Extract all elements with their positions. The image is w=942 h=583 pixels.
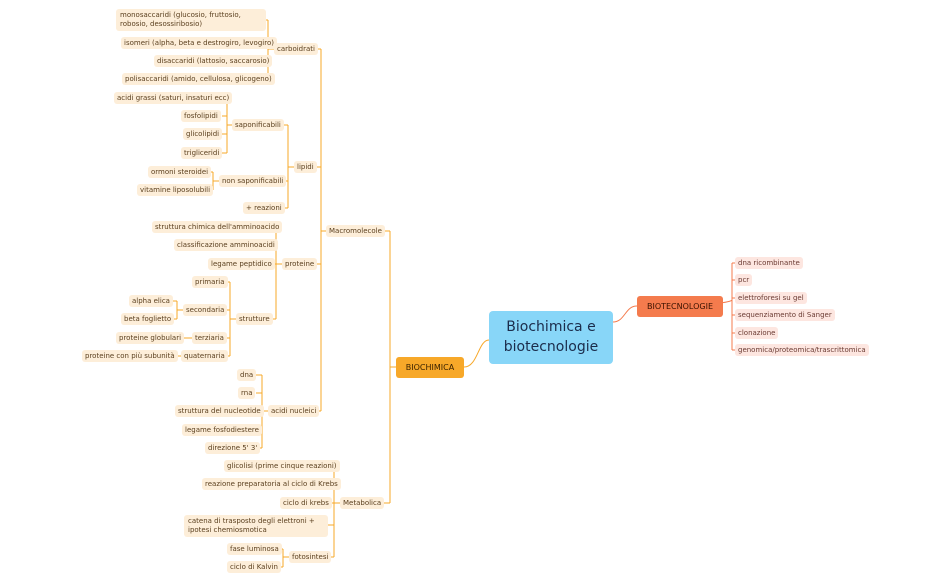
acidi-nucleici-item[interactable]: dna xyxy=(237,369,257,381)
metabolica-item[interactable]: catena di trasposto degli elettroni + ip… xyxy=(184,515,328,537)
terziaria-item[interactable]: proteine globulari xyxy=(116,332,185,344)
proteine-item[interactable]: legame peptidico xyxy=(208,258,275,270)
carboidrati-item[interactable]: polisaccaridi (amido, cellulosa, glicoge… xyxy=(122,73,275,85)
saponificabili-item[interactable]: acidi grassi (saturi, insaturi ecc) xyxy=(114,92,233,104)
biotech-item[interactable]: dna ricombinante xyxy=(735,257,803,269)
biotech-item[interactable]: pcr xyxy=(735,274,753,286)
metabolica-item[interactable]: reazione preparatoria al ciclo di Krebs xyxy=(202,478,341,490)
connector-line xyxy=(612,305,638,323)
acidi-nucleici-item[interactable]: legame fosfodiestere xyxy=(182,424,262,436)
strutture-node[interactable]: strutture xyxy=(236,313,273,325)
reazioni-node[interactable]: + reazioni xyxy=(243,202,285,214)
saponificabili-item[interactable]: glicolipidi xyxy=(183,128,223,140)
metabolica-node[interactable]: Metabolica xyxy=(340,497,385,509)
root-node[interactable]: Biochimica e biotecnologie xyxy=(489,311,613,364)
carboidrati-item[interactable]: monosaccaridi (glucosio, fruttosio, robo… xyxy=(116,9,266,31)
fotosintesi-node[interactable]: fotosintesi xyxy=(289,551,332,563)
biochimica-node[interactable]: BIOCHIMICA xyxy=(396,357,464,378)
saponificabili-node[interactable]: saponificabili xyxy=(232,119,284,131)
acidi-nucleici-item[interactable]: struttura del nucleotide xyxy=(175,405,264,417)
biotech-item[interactable]: sequenziamento di Sanger xyxy=(735,309,835,321)
connector-line xyxy=(463,339,490,368)
acidi-nucleici-node[interactable]: acidi nucleici xyxy=(268,405,320,417)
acidi-nucleici-item[interactable]: direzione 5' 3' xyxy=(205,442,261,454)
biotech-item[interactable]: clonazione xyxy=(735,327,779,339)
metabolica-item[interactable]: glicolisi (prime cinque reazioni) xyxy=(224,460,340,472)
biotecnologie-node[interactable]: BIOTECNOLOGIE xyxy=(637,296,723,317)
quaternaria-item[interactable]: proteine con più subunità xyxy=(82,350,178,362)
carboidrati-item[interactable]: disaccaridi (lattosio, saccarosio) xyxy=(154,55,273,67)
biotech-item[interactable]: genomica/proteomica/trascrittomica xyxy=(735,344,869,356)
saponificabili-item[interactable]: fosfolipidi xyxy=(181,110,221,122)
biotech-item[interactable]: elettroforesi su gel xyxy=(735,292,807,304)
lipidi-node[interactable]: lipidi xyxy=(294,161,317,173)
secondaria-item[interactable]: beta foglietto xyxy=(121,313,175,325)
terziaria-node[interactable]: terziaria xyxy=(192,332,227,344)
secondaria-node[interactable]: secondaria xyxy=(183,304,228,316)
non-saponificabili-item[interactable]: vitamine liposolubili xyxy=(137,184,214,196)
saponificabili-item[interactable]: trigliceridi xyxy=(181,147,223,159)
macromolecole-node[interactable]: Macromolecole xyxy=(326,225,385,237)
carboidrati-item[interactable]: isomeri (alpha, beta e destrogiro, levog… xyxy=(121,37,277,49)
carboidrati-node[interactable]: carboidrati xyxy=(274,43,318,55)
non-saponificabili-node[interactable]: non saponificabili xyxy=(219,175,287,187)
secondaria-item[interactable]: alpha elica xyxy=(129,295,173,307)
proteine-item[interactable]: struttura chimica dell'amminoacido xyxy=(152,221,283,233)
primaria-node[interactable]: primaria xyxy=(192,276,228,288)
quaternaria-node[interactable]: quaternaria xyxy=(181,350,228,362)
fotosintesi-item[interactable]: ciclo di Kalvin xyxy=(227,561,281,573)
proteine-item[interactable]: classificazione amminoacidi xyxy=(174,239,278,251)
fotosintesi-item[interactable]: fase luminosa xyxy=(227,543,282,555)
proteine-node[interactable]: proteine xyxy=(282,258,318,270)
acidi-nucleici-item[interactable]: rna xyxy=(238,387,256,399)
non-saponificabili-item[interactable]: ormoni steroidei xyxy=(148,166,212,178)
metabolica-item[interactable]: ciclo di krebs xyxy=(280,497,332,509)
